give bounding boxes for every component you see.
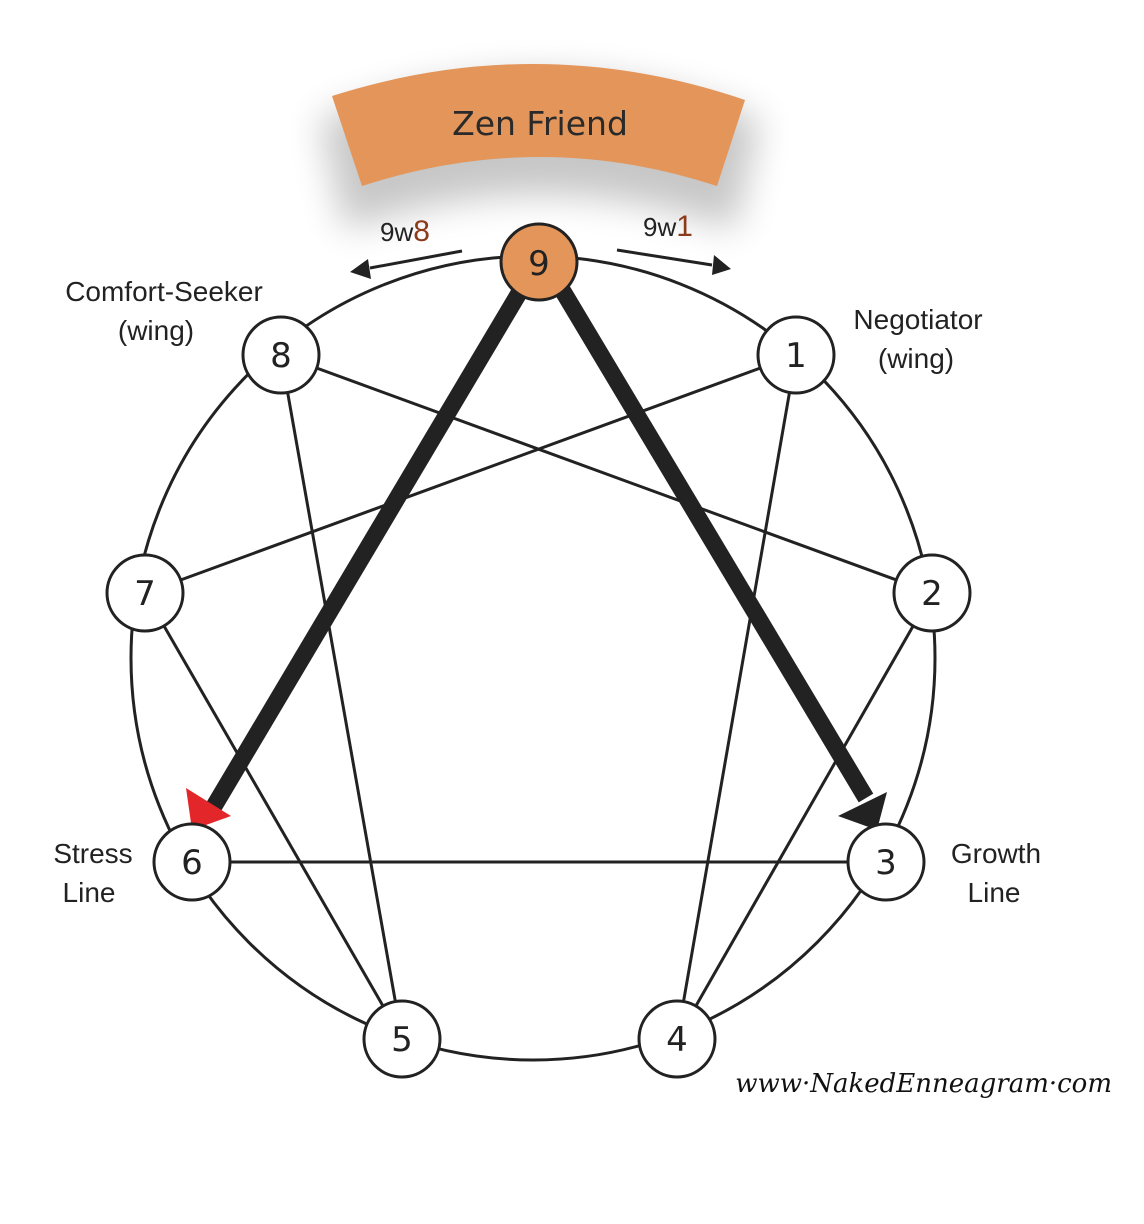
node-6-label: 6 <box>181 843 203 883</box>
node-4: 4 <box>637 999 717 1079</box>
label-growth-line2: Line <box>968 877 1021 908</box>
wing-right-arrow-head <box>712 255 731 275</box>
node-6: 6 <box>152 822 232 902</box>
node-8: 8 <box>241 315 321 395</box>
label-stress-line1: Stress <box>53 838 132 869</box>
label-stress-line: Stress Line <box>53 838 132 908</box>
wing-left-arrow-shaft <box>369 249 463 270</box>
nodes: 9 1 2 3 4 5 6 7 <box>105 222 972 1079</box>
label-negotiator-line1: Negotiator <box>853 304 982 335</box>
stress-line <box>202 273 536 818</box>
node-8-label: 8 <box>270 336 292 376</box>
node-7-circle <box>105 553 185 633</box>
node-1-label: 1 <box>785 336 807 376</box>
label-growth-line1: Growth <box>951 838 1041 869</box>
label-negotiator-line2: (wing) <box>878 343 954 374</box>
line-2-8 <box>280 353 933 595</box>
wing-right-label: 9w1 <box>643 210 693 243</box>
node-9: 9 <box>499 222 579 302</box>
line-8-5 <box>279 354 404 1040</box>
node-5-circle <box>362 999 442 1079</box>
line-7-1 <box>144 353 797 595</box>
label-comfort-seeker: Comfort-Seeker (wing) <box>65 276 263 346</box>
node-3: 3 <box>846 822 926 902</box>
stress-arrow-head <box>186 788 231 830</box>
wing-left-arrow-head <box>350 259 371 279</box>
node-9-label: 9 <box>528 244 550 284</box>
banner-shape <box>332 63 745 186</box>
node-6-circle <box>152 822 232 902</box>
node-1: 1 <box>756 315 836 395</box>
wing-right: 9w1 <box>616 210 731 275</box>
label-comfort-seeker-line1: Comfort-Seeker <box>65 276 263 307</box>
label-stress-line2: Line <box>63 877 116 908</box>
banner-title: Zen Friend <box>452 104 628 143</box>
node-3-circle <box>846 822 926 902</box>
label-comfort-seeker-line2: (wing) <box>118 315 194 346</box>
node-4-label: 4 <box>666 1020 688 1060</box>
line-1-4 <box>675 354 798 1040</box>
node-7: 7 <box>105 553 185 633</box>
node-5-label: 5 <box>391 1020 413 1060</box>
label-growth-line: Growth Line <box>951 838 1041 908</box>
node-8-circle <box>241 315 321 395</box>
label-negotiator: Negotiator (wing) <box>853 304 982 374</box>
line-4-2 <box>675 592 934 1040</box>
node-9-circle <box>499 222 579 302</box>
node-3-label: 3 <box>875 843 897 883</box>
wing-left-label: 9w8 <box>380 215 430 248</box>
title-banner: Zen Friend <box>320 63 760 230</box>
node-2: 2 <box>892 553 972 633</box>
wing-left: 9w8 <box>350 215 463 279</box>
node-4-circle <box>637 999 717 1079</box>
node-5: 5 <box>362 999 442 1079</box>
node-7-label: 7 <box>134 574 156 614</box>
node-1-circle <box>756 315 836 395</box>
node-2-label: 2 <box>921 574 943 614</box>
footer-website: www·NakedEnneagram·com <box>735 1069 1112 1099</box>
growth-line <box>547 273 874 803</box>
hexad-lines <box>143 353 934 1040</box>
growth-arrow-head <box>838 792 887 830</box>
line-5-7 <box>143 592 404 1040</box>
wing-right-arrow-shaft <box>616 248 713 267</box>
node-2-circle <box>892 553 972 633</box>
